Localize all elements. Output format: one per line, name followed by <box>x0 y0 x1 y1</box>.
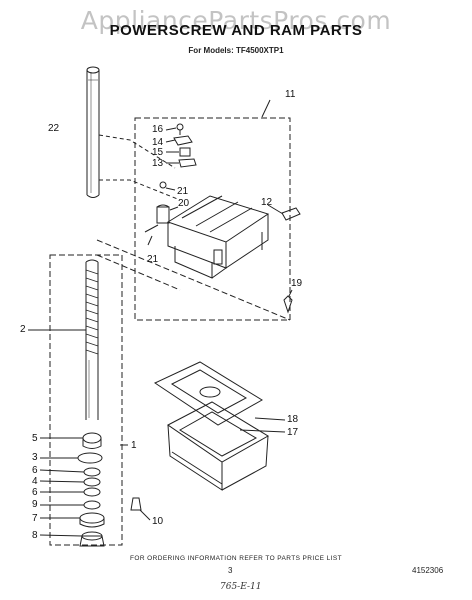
callout-14: 14 <box>152 137 164 148</box>
page-number: 3 <box>228 566 233 575</box>
bearing-stack <box>77 432 105 547</box>
callout-12: 12 <box>261 197 273 208</box>
callout-5: 5 <box>32 433 38 444</box>
callout-22: 22 <box>48 123 60 134</box>
part-22-tube <box>86 66 100 198</box>
callout-19: 19 <box>291 278 303 289</box>
callout-8: 8 <box>32 530 38 541</box>
watermark: AppliancePartsPros.com <box>80 6 392 35</box>
callout-11: 11 <box>285 89 296 100</box>
callout-6-upper: 6 <box>32 465 38 476</box>
callout-7: 7 <box>32 513 38 524</box>
callout-9: 9 <box>32 499 38 510</box>
callout-21-top: 21 <box>177 186 189 197</box>
callout-6-lower: 6 <box>32 487 38 498</box>
callout-17: 17 <box>287 427 299 438</box>
part-18-gasket <box>153 361 263 426</box>
callout-3: 3 <box>32 452 38 463</box>
part-17-tray <box>167 401 269 491</box>
callout-2: 2 <box>20 324 26 335</box>
callout-13: 13 <box>152 158 164 169</box>
callout-18: 18 <box>287 414 299 425</box>
callout-16: 16 <box>152 124 164 135</box>
part-2-powerscrew <box>85 259 99 420</box>
callout-20: 20 <box>178 198 190 209</box>
callout-10: 10 <box>152 516 164 527</box>
callout-21-bottom: 21 <box>147 254 159 265</box>
ordering-note: FOR ORDERING INFORMATION REFER TO PARTS … <box>130 555 342 562</box>
models-label: For Models: TF4500XTP1 <box>188 46 284 55</box>
handwritten-note: 765-E-11 <box>220 582 262 592</box>
callout-4: 4 <box>32 476 38 487</box>
page-title: POWERSCREW AND RAM PARTS <box>109 22 363 39</box>
parts-13-16 <box>165 123 197 168</box>
callout-1: 1 <box>131 440 137 451</box>
callout-15: 15 <box>152 147 164 158</box>
ram-bracket <box>166 195 270 279</box>
document-part-number: 4152306 <box>412 566 444 575</box>
